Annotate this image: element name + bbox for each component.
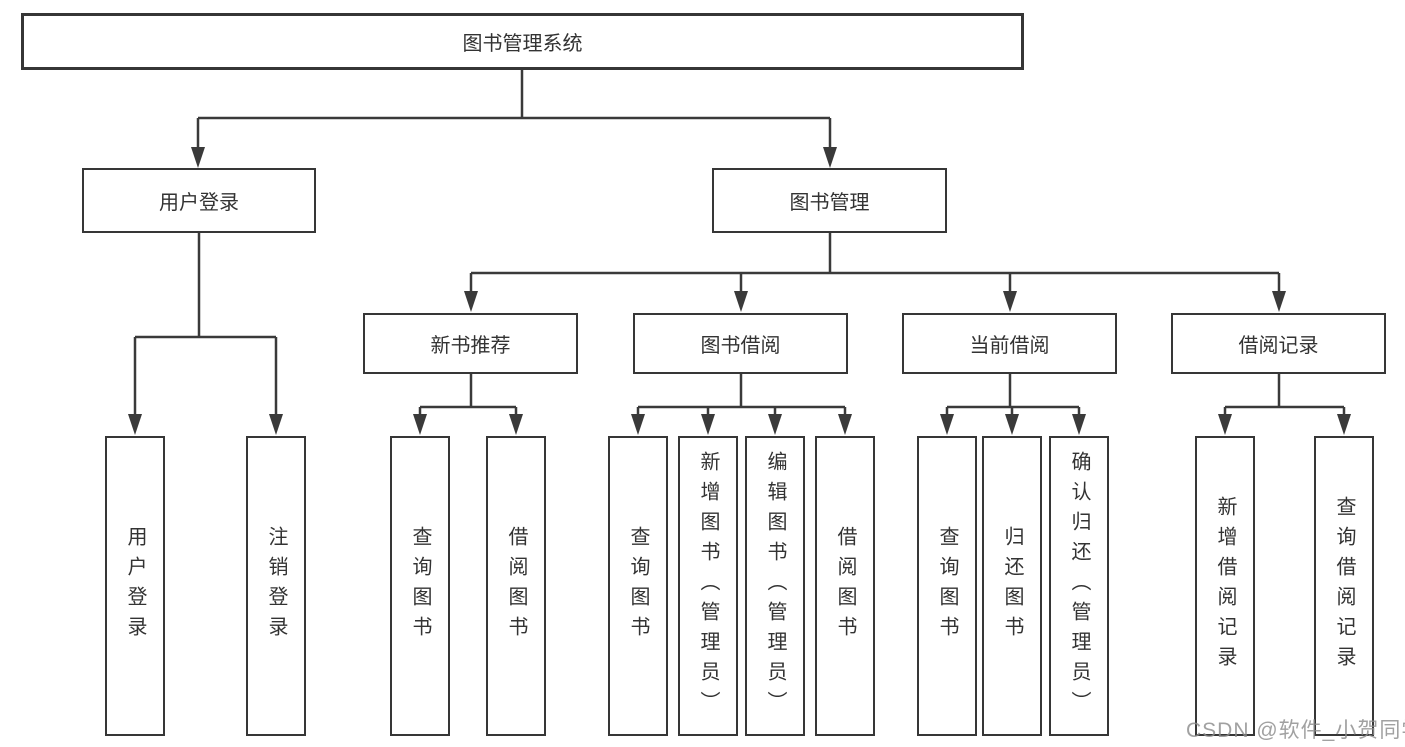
leaf-query-books-recommend-label: 查询图书 <box>409 526 431 646</box>
node-current-borrowing-label: 当前借阅 <box>969 335 1050 357</box>
leaf-query-borrow-record: 查询借阅记录 <box>1314 436 1374 736</box>
node-borrow-records-label: 借阅记录 <box>1238 335 1319 357</box>
leaf-user-login: 用户登录 <box>105 436 165 736</box>
leaf-query-books-current-label: 查询图书 <box>936 526 958 646</box>
leaf-edit-book-admin-label: 编辑图书（管理员） <box>764 451 786 721</box>
leaf-add-borrow-record-label: 新增借阅记录 <box>1214 496 1236 676</box>
node-new-book-recommend-label: 新书推荐 <box>430 335 511 357</box>
node-user-login-label: 用户登录 <box>159 192 239 214</box>
node-library-system: 图书管理系统 <box>21 13 1024 70</box>
leaf-borrow-books-recommend-label: 借阅图书 <box>505 526 527 646</box>
leaf-add-book-admin: 新增图书（管理员） <box>678 436 738 736</box>
leaf-logout-label: 注销登录 <box>265 526 287 646</box>
leaf-user-login-label: 用户登录 <box>124 526 146 646</box>
node-current-borrowing: 当前借阅 <box>902 313 1117 374</box>
node-book-borrowing-label: 图书借阅 <box>700 335 781 357</box>
leaf-query-books-current: 查询图书 <box>917 436 977 736</box>
leaf-borrow-books-borrowing: 借阅图书 <box>815 436 875 736</box>
leaf-add-borrow-record: 新增借阅记录 <box>1195 436 1255 736</box>
leaf-query-borrow-record-label: 查询借阅记录 <box>1333 496 1355 676</box>
csdn-watermark: CSDN @软件_小贺同学 <box>1186 719 1405 742</box>
leaf-confirm-return-admin-label: 确认归还（管理员） <box>1068 451 1090 721</box>
node-user-login: 用户登录 <box>82 168 316 233</box>
leaf-query-books-borrowing: 查询图书 <box>608 436 668 736</box>
leaf-return-books: 归还图书 <box>982 436 1042 736</box>
node-library-system-label: 图书管理系统 <box>462 33 583 55</box>
node-book-borrowing: 图书借阅 <box>633 313 848 374</box>
leaf-logout: 注销登录 <box>246 436 306 736</box>
node-borrow-records: 借阅记录 <box>1171 313 1386 374</box>
leaf-query-books-recommend: 查询图书 <box>390 436 450 736</box>
leaf-confirm-return-admin: 确认归还（管理员） <box>1049 436 1109 736</box>
leaf-query-books-borrowing-label: 查询图书 <box>627 526 649 646</box>
leaf-return-books-label: 归还图书 <box>1001 526 1023 646</box>
node-new-book-recommend: 新书推荐 <box>363 313 578 374</box>
leaf-borrow-books-recommend: 借阅图书 <box>486 436 546 736</box>
leaf-edit-book-admin: 编辑图书（管理员） <box>745 436 805 736</box>
leaf-add-book-admin-label: 新增图书（管理员） <box>697 451 719 721</box>
node-book-management: 图书管理 <box>712 168 947 233</box>
leaf-borrow-books-borrowing-label: 借阅图书 <box>834 526 856 646</box>
node-book-management-label: 图书管理 <box>789 192 870 214</box>
